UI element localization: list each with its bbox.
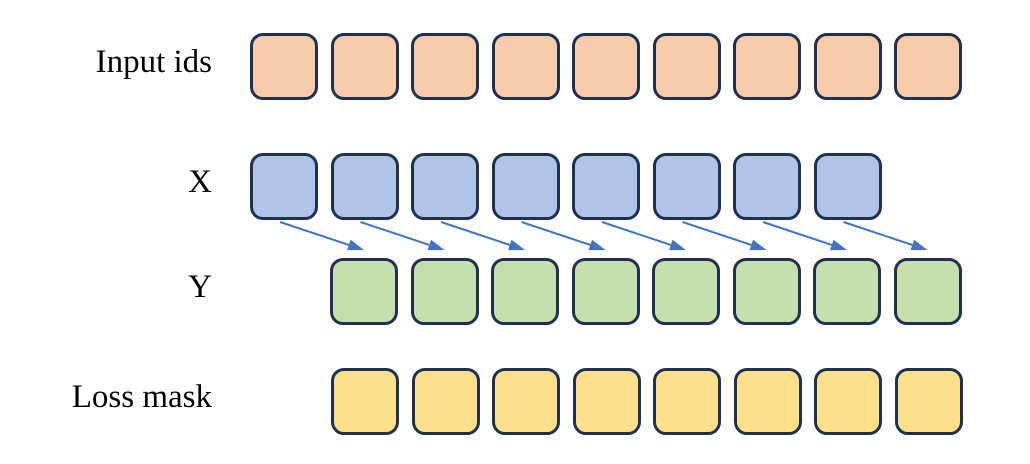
row-label-loss-mask: Loss mask [71, 379, 212, 416]
token-box-x-6 [733, 153, 801, 220]
token-box-input-ids-8 [894, 33, 962, 100]
token-box-input-ids-5 [652, 33, 721, 100]
token-box-input-ids-0 [250, 33, 318, 100]
token-box-y-7 [893, 258, 962, 325]
shift-arrow-2 [440, 221, 525, 251]
token-box-x-1 [330, 153, 399, 220]
token-box-loss-mask-4 [653, 368, 721, 435]
token-box-input-ids-6 [733, 33, 801, 100]
token-box-loss-mask-3 [572, 368, 641, 435]
token-box-input-ids-1 [330, 33, 399, 100]
token-box-y-2 [491, 258, 559, 325]
token-box-loss-mask-2 [492, 368, 560, 435]
row-label-y: Y [188, 269, 212, 306]
token-box-loss-mask-7 [894, 368, 963, 435]
shift-arrow-5 [682, 221, 767, 251]
token-box-y-3 [571, 258, 640, 325]
token-box-y-6 [813, 258, 881, 325]
token-box-input-ids-2 [411, 33, 479, 100]
token-box-y-4 [652, 258, 720, 325]
token-box-y-5 [732, 258, 801, 325]
token-box-loss-mask-6 [814, 368, 882, 435]
token-box-input-ids-3 [491, 33, 560, 100]
token-box-x-4 [572, 153, 640, 220]
token-box-y-0 [330, 258, 398, 325]
token-box-y-1 [410, 258, 479, 325]
token-box-loss-mask-1 [411, 368, 480, 435]
token-box-loss-mask-0 [331, 368, 399, 435]
row-label-input-ids: Input ids [95, 44, 212, 81]
shift-arrow-6 [762, 221, 847, 251]
token-box-x-0 [250, 153, 318, 220]
token-box-x-2 [411, 153, 479, 220]
shift-arrow-7 [843, 221, 928, 251]
row-label-x: X [188, 164, 212, 201]
token-box-loss-mask-5 [733, 368, 802, 435]
token-box-input-ids-4 [572, 33, 640, 100]
shift-arrow-4 [601, 221, 686, 251]
token-box-x-3 [491, 153, 560, 220]
token-box-x-5 [652, 153, 721, 220]
token-box-input-ids-7 [813, 33, 882, 100]
token-box-x-7 [813, 153, 882, 220]
shift-arrow-0 [279, 221, 364, 251]
shift-arrow-3 [521, 221, 606, 251]
shift-arrow-1 [360, 221, 445, 251]
